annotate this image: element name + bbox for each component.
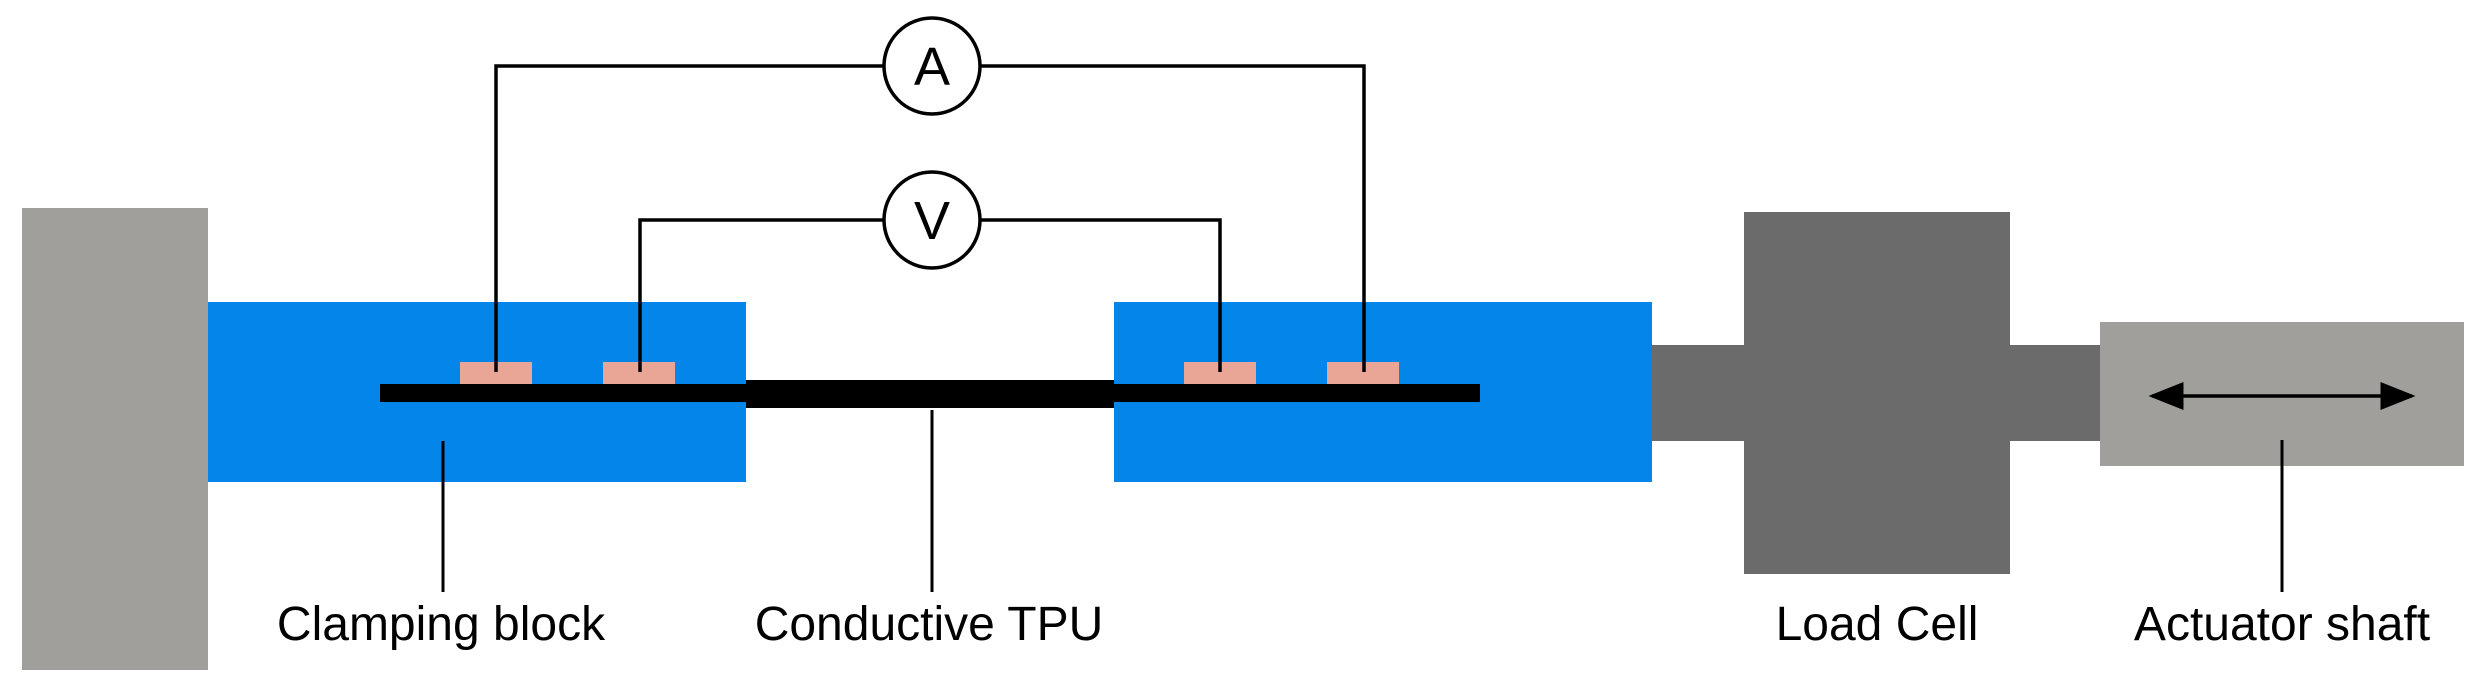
ammeter-circle — [882, 16, 982, 116]
label-actuator-shaft: Actuator shaft — [2134, 598, 2430, 651]
label-load-cell: Load Cell — [1776, 598, 1979, 651]
voltmeter: V — [882, 170, 982, 270]
voltmeter-symbol: V — [914, 191, 950, 251]
label-clamping-block: Clamping block — [277, 598, 606, 651]
electrode-current-right — [1327, 362, 1399, 384]
ammeter: A — [882, 16, 982, 116]
voltmeter-circle — [882, 170, 982, 270]
tpu-strip-clamped-right — [1114, 384, 1480, 402]
load-cell — [1744, 212, 2010, 574]
electrode-current-left — [460, 362, 532, 384]
ammeter-wire-right — [980, 64, 1366, 372]
tpu-strip-clamped-left — [380, 384, 746, 402]
label-conductive-tpu: Conductive TPU — [755, 598, 1104, 651]
electrode-voltage-left — [603, 362, 675, 384]
voltmeter-wire-right — [980, 218, 1222, 372]
fixed-wall — [22, 208, 208, 670]
tpu-strip-free — [746, 380, 1114, 408]
electrode-voltage-right — [1184, 362, 1256, 384]
voltmeter-wire-left — [638, 218, 884, 372]
ammeter-symbol: A — [914, 37, 950, 97]
ammeter-wire-left — [494, 64, 884, 372]
